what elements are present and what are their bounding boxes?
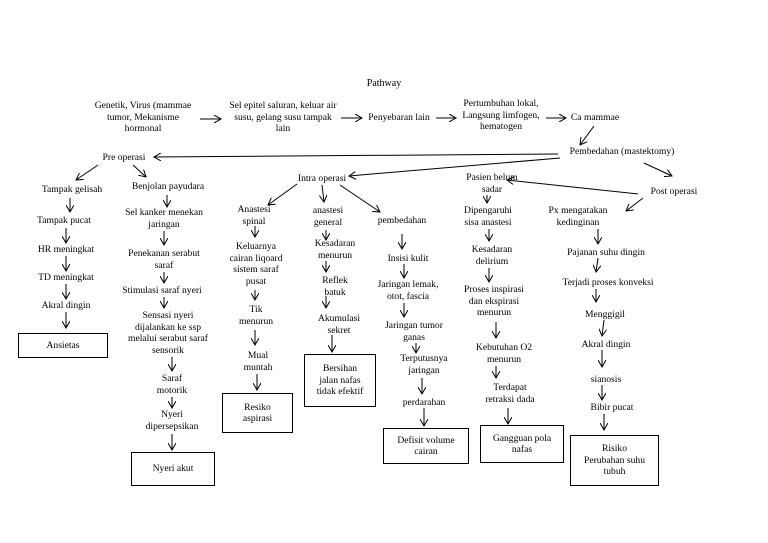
arrow	[643, 162, 672, 176]
node-penyebaran: Penyebaran lain	[368, 112, 430, 123]
node-suhu-2: Terjadi proses konveksi	[562, 277, 654, 288]
arrow	[626, 197, 644, 211]
node-suhu-4: Akral dingin	[581, 339, 631, 350]
node-pre-right-3: Stimulasi saraf nyeri	[122, 285, 202, 296]
node-pre-right-0: Benjolan payudara	[131, 181, 205, 192]
page-title: Pathway	[366, 78, 402, 89]
node-pre-left-1: Tampak pucat	[37, 215, 91, 226]
arrow	[76, 164, 99, 180]
arrow	[268, 183, 298, 205]
node-suhu-6: Bibir pucat	[590, 402, 634, 413]
arrow	[322, 184, 324, 202]
node-post-operasi: Post operasi	[650, 186, 698, 197]
node-pre-operasi: Pre operasi	[102, 152, 146, 163]
node-suhu-5: sianosis	[590, 374, 622, 385]
node-pre-left-3: TD meningkat	[38, 272, 94, 283]
arrow	[580, 125, 595, 145]
arrow	[507, 180, 639, 195]
arrow	[154, 154, 559, 157]
arrow	[339, 184, 380, 212]
node-intra-operasi: Intra operasi	[297, 173, 347, 184]
node-suhu-1: Pajanan suhu dingin	[567, 247, 645, 258]
arrow	[349, 157, 561, 176]
arrow	[602, 319, 604, 336]
dx-nyeri-akut: Nyeri akut	[131, 452, 215, 486]
node-bedah-5: perdarahan	[402, 397, 446, 408]
arrow	[596, 257, 598, 272]
node-pre-left-0: Tampak gelisah	[41, 184, 103, 195]
node-suhu-3: Menggigil	[585, 309, 625, 320]
node-pre-left-2: HR meningkat	[37, 244, 95, 255]
node-bedah-1: Insisi kulit	[387, 253, 429, 264]
node-ca-mammae: Ca mammae	[570, 112, 620, 123]
arrow	[132, 164, 146, 177]
node-bedah-2: Jaringan lemak,otot, fascia	[377, 279, 439, 302]
node-pre-left-4: Akral dingin	[41, 300, 91, 311]
node-bedah-0: pembedahan	[377, 215, 427, 226]
dx-ansietas: Ansietas	[18, 333, 108, 358]
node-pembedahan: Pembedahan (mastektomy)	[569, 146, 675, 157]
node-pertumbuhan: Pertumbuhan lokal,Langsung limfogen,hema…	[462, 98, 540, 132]
